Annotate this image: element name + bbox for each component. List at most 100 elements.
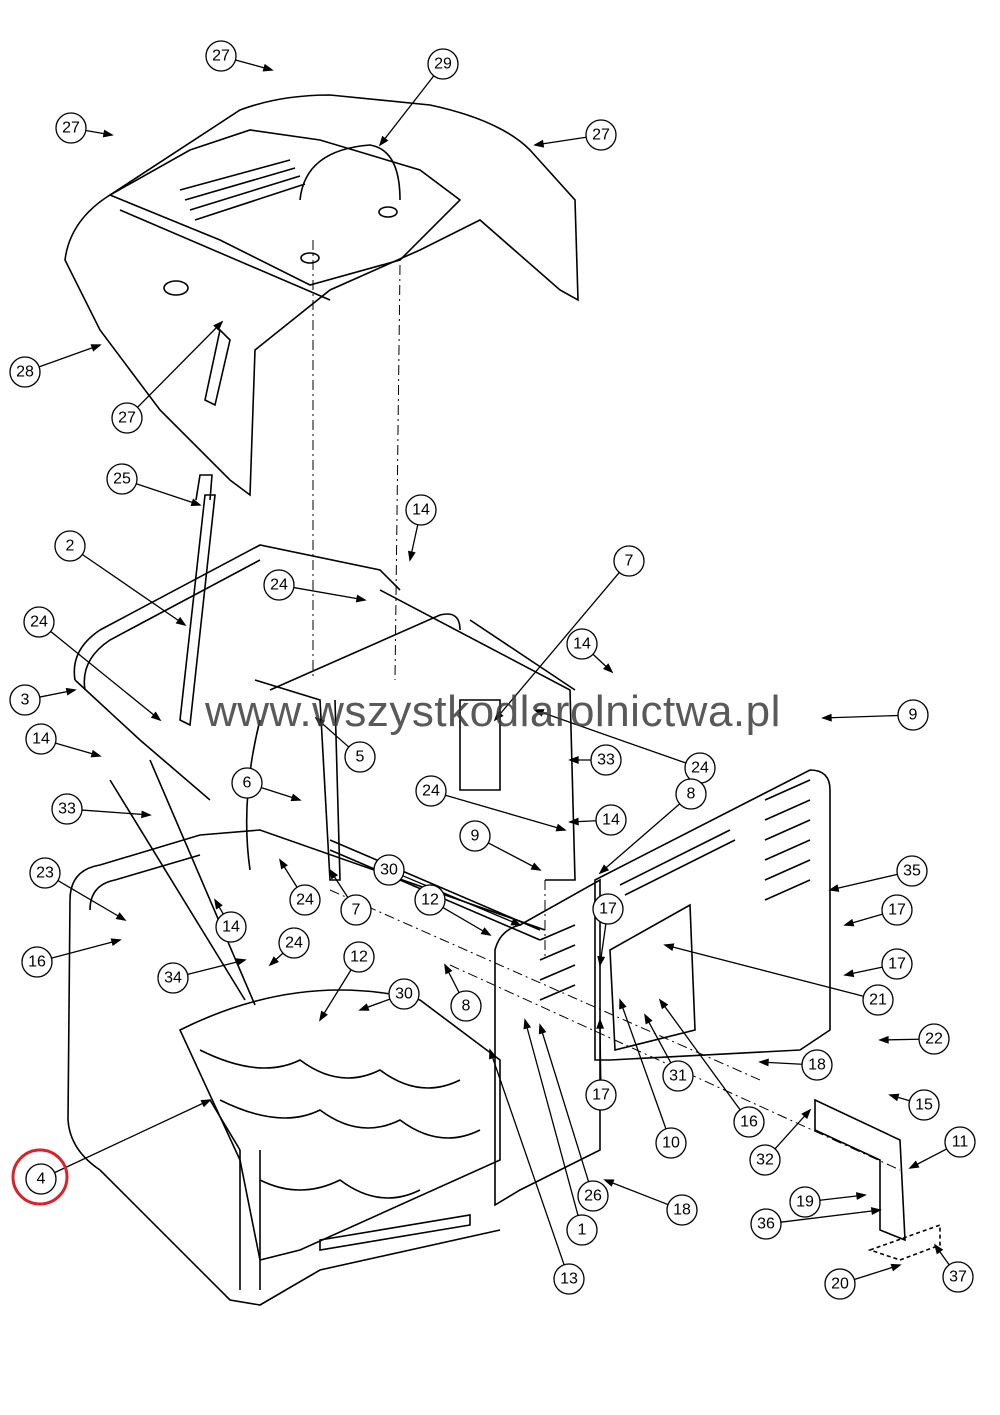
part-callout-14: 14: [25, 723, 57, 755]
part-callout-18: 18: [666, 1194, 698, 1226]
callout-circle: [918, 1023, 950, 1055]
arrowhead: [533, 709, 545, 717]
arrowhead: [663, 943, 675, 951]
callout-circle: [205, 40, 237, 72]
callout-number: 33: [597, 752, 615, 769]
callout-number: 3: [21, 692, 30, 709]
callout-number: 17: [888, 902, 906, 919]
callout-number: 16: [740, 1114, 758, 1131]
callout-number: 1: [578, 1222, 587, 1239]
part-callout-27: 27: [585, 119, 617, 151]
part-callout-17: 17: [592, 893, 624, 925]
arrowhead: [90, 749, 102, 758]
leader-line: [187, 959, 246, 975]
arrowhead: [408, 550, 416, 562]
callout-circle: [450, 990, 482, 1022]
arrowhead: [190, 498, 202, 507]
arrowhead: [489, 1048, 497, 1060]
callout-number: 36: [757, 1216, 775, 1233]
part-callout-24: 24: [23, 606, 55, 638]
part-callout-27: 27: [205, 40, 237, 72]
callout-number: 12: [350, 949, 368, 966]
leader-line: [494, 572, 620, 721]
leader-line: [539, 1024, 590, 1182]
callout-number: 6: [243, 775, 252, 792]
callout-circle: [9, 356, 41, 388]
part-callout-33: 33: [51, 793, 83, 825]
callout-circle: [750, 1208, 782, 1240]
arrowhead: [115, 912, 127, 921]
arrowhead: [200, 1099, 212, 1108]
arrowhead: [658, 998, 669, 1010]
callout-number: 18: [673, 1202, 691, 1219]
callout-circle: [585, 119, 617, 151]
leader-line: [293, 586, 366, 601]
part-callout-24: 24: [263, 569, 295, 601]
part-callout-8: 8: [675, 778, 707, 810]
part-callout-8: 8: [450, 990, 482, 1022]
leader-line: [644, 1014, 672, 1064]
leader-line: [829, 873, 898, 891]
callout-number: 8: [462, 998, 471, 1015]
part-callout-22: 22: [918, 1023, 950, 1055]
callout-circle: [613, 545, 645, 577]
part-callout-29: 29: [427, 48, 459, 80]
callout-circle: [662, 1060, 694, 1092]
callout-number: 33: [58, 801, 76, 818]
callout-number: 22: [925, 1031, 943, 1048]
callout-circle: [881, 948, 913, 980]
callout-circle: [415, 775, 447, 807]
callout-number: 27: [118, 410, 136, 427]
part-callout-17: 17: [881, 894, 913, 926]
arrowhead: [619, 998, 627, 1010]
callout-circle: [343, 941, 375, 973]
callout-number: 24: [296, 892, 314, 909]
callout-number: 5: [356, 749, 365, 766]
callout-number: 10: [662, 1135, 680, 1152]
callout-circle: [344, 741, 376, 773]
part-callout-32: 32: [749, 1144, 781, 1176]
leader-line: [442, 906, 491, 936]
part-callout-15: 15: [908, 1089, 940, 1121]
callout-number: 30: [395, 986, 413, 1003]
part-callout-14: 14: [566, 628, 598, 660]
callout-circle: [789, 1186, 821, 1218]
arrowhead: [890, 1263, 902, 1272]
leader-line: [137, 321, 223, 408]
callout-number: 8: [687, 786, 696, 803]
part-callout-37: 37: [942, 1261, 974, 1293]
leader-line: [604, 1179, 669, 1206]
part-callout-19: 19: [789, 1186, 821, 1218]
part-callout-24: 24: [415, 775, 447, 807]
part-callout-36: 36: [750, 1208, 782, 1240]
arrowhead: [870, 1207, 882, 1215]
part-callout-2: 2: [54, 530, 86, 562]
callout-circle: [25, 723, 57, 755]
callout-circle: [388, 978, 420, 1010]
part-callout-21: 21: [862, 984, 894, 1016]
callout-number: 25: [113, 471, 131, 488]
part-callout-20: 20: [824, 1268, 856, 1300]
callout-circle: [595, 804, 627, 836]
arrowhead: [328, 868, 339, 880]
part-callout-7: 7: [340, 894, 372, 926]
callout-number: 24: [285, 935, 303, 952]
callout-circle: [278, 927, 310, 959]
callout-circle: [427, 48, 459, 80]
part-callout-12: 12: [414, 884, 446, 916]
callout-number: 17: [888, 956, 906, 973]
arrowhead: [843, 969, 855, 978]
part-callout-4: 4: [25, 1163, 57, 1195]
callout-circle: [592, 893, 624, 925]
part-callout-10: 10: [655, 1127, 687, 1159]
arrowhead: [235, 958, 247, 966]
callout-circle: [231, 767, 263, 799]
callout-circle: [801, 1049, 833, 1081]
part-callout-13: 13: [553, 1263, 585, 1295]
leader-line: [489, 1049, 565, 1266]
callout-circle: [9, 684, 41, 716]
arrowhead: [268, 956, 280, 967]
arrowhead: [758, 1058, 769, 1067]
part-callout-31: 31: [662, 1060, 694, 1092]
